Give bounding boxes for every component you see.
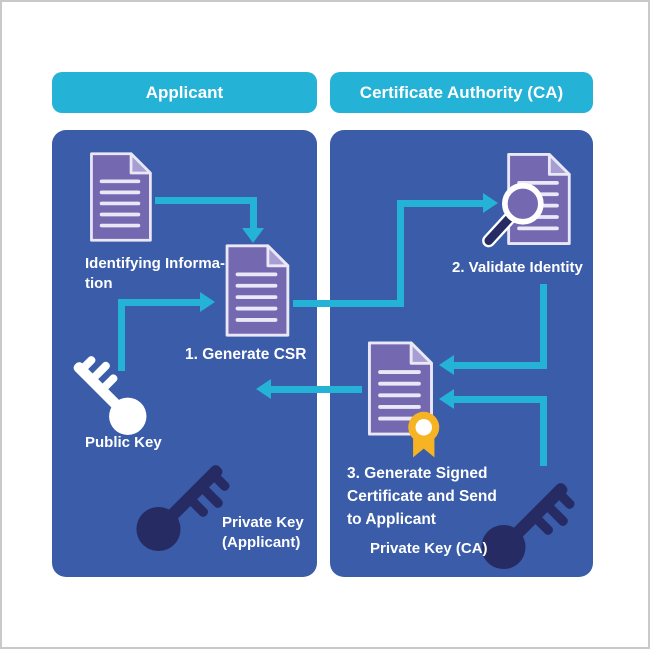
certificate-authority-panel: 2. Validate Identity 3. Generate Signed … [330, 130, 593, 577]
private-key-ca-label: Private Key (CA) [370, 540, 488, 557]
generate-csr-label: 1. Generate CSR [185, 346, 307, 363]
magnifier-icon [482, 182, 544, 248]
identifying-information-label: Identifying Informa- tion [85, 255, 225, 292]
public-key-label: Public Key [85, 434, 162, 451]
private-key-ca-icon [469, 470, 587, 575]
applicant-header: Applicant [52, 72, 317, 113]
private-key-applicant-icon [124, 452, 242, 557]
public-key-icon [57, 351, 157, 440]
certificate-authority-header: Certificate Authority (CA) [330, 72, 593, 113]
csr-document-icon [225, 244, 290, 337]
identifying-information-document-icon [90, 152, 152, 242]
ribbon-badge-icon [408, 411, 440, 458]
private-key-applicant-label: Private Key (Applicant) [222, 514, 304, 551]
applicant-panel: Identifying Informa- tion 1. Generate CS… [52, 130, 317, 577]
validate-identity-label: 2. Validate Identity [452, 259, 583, 276]
validate-identity-document-icon [482, 153, 571, 248]
signed-certificate-document-icon [367, 341, 440, 458]
generate-signed-certificate-label: 3. Generate Signed Certificate and Send … [347, 465, 497, 528]
